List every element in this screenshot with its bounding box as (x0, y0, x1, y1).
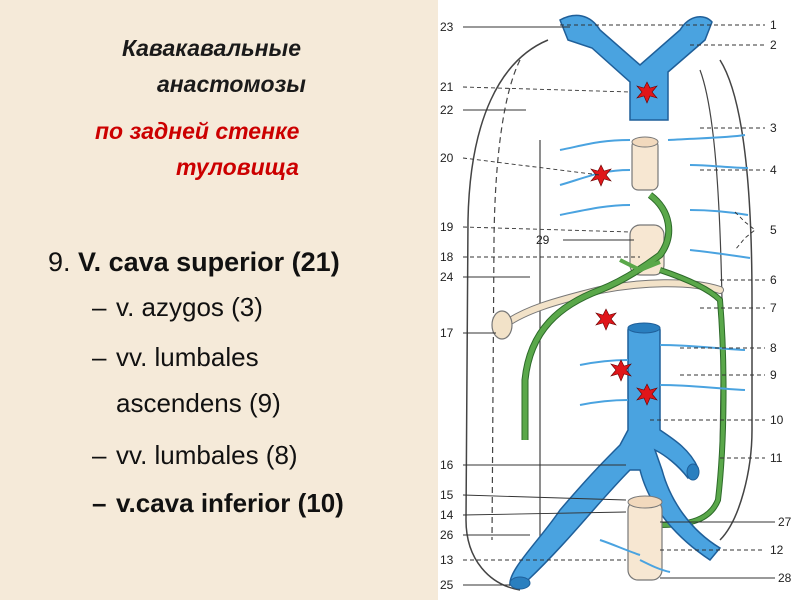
lumbar-vein (579, 399, 629, 406)
label-17: 17 (440, 326, 454, 340)
label-1: 1 (770, 18, 777, 32)
right-outline (719, 59, 753, 541)
label-9: 9 (770, 368, 777, 382)
label-20: 20 (440, 151, 454, 165)
label-12: 12 (770, 543, 784, 557)
label-26: 26 (440, 528, 454, 542)
label-16: 16 (440, 458, 454, 472)
main-item: 9. V. cava superior (21) (48, 247, 340, 278)
label-22: 22 (440, 103, 454, 117)
rectum-top (627, 495, 663, 509)
anatomy-diagram: 23 21 22 20 19 18 24 17 16 15 14 26 13 2… (438, 0, 800, 600)
label-24: 24 (440, 270, 454, 284)
right-inner-outline (699, 69, 723, 461)
slide-subtitle-line-2: туловища (176, 154, 299, 180)
label-8: 8 (770, 341, 777, 355)
anastomosis-marker (590, 164, 612, 187)
sub-item-text: vv. lumbales (8) (116, 440, 298, 470)
leader-lines-right (560, 24, 765, 551)
main-item-number: 9. (48, 247, 71, 277)
intercostal-vein (559, 169, 631, 186)
lumbar-vein (659, 344, 746, 351)
anastomosis-marker (610, 359, 632, 382)
rectal-vein (599, 539, 641, 556)
portal-junction (619, 258, 661, 273)
label-29: 29 (536, 233, 550, 247)
main-item-text: V. cava superior (21) (78, 247, 340, 277)
label-28: 28 (778, 571, 792, 585)
label-6: 6 (770, 273, 777, 287)
rib-end (491, 310, 513, 340)
label-7: 7 (770, 301, 777, 315)
label-25: 25 (440, 578, 454, 592)
text-panel: Кавакавальные анастомозы по задней стенк… (48, 35, 344, 519)
anastomosis-marker (636, 383, 658, 406)
anastomosis-marker (636, 81, 658, 104)
label-5: 5 (770, 223, 777, 237)
sub-item-text: v.cava inferior (10) (116, 488, 344, 518)
superior-vena-cava (559, 14, 713, 121)
label-10: 10 (770, 413, 784, 427)
label-14: 14 (440, 508, 454, 522)
intercostal-vein (559, 139, 631, 151)
lumbar-vein (579, 359, 629, 366)
leader-lines-left (462, 26, 640, 586)
label-23: 23 (440, 20, 454, 34)
iliac-vein-opening (509, 576, 531, 590)
sub-item-text: ascendens (9) (116, 388, 281, 418)
esophagus-top (631, 136, 659, 148)
body-outline (465, 39, 549, 591)
intercostal-vein (689, 249, 751, 259)
intercostal-vein (559, 204, 631, 216)
slide-title-line-1: Кавакавальные (122, 35, 301, 61)
label-27: 27 (778, 515, 792, 529)
sub-item: –v. azygos (3) (92, 292, 263, 323)
sub-item-dash: – (92, 488, 107, 518)
slide-subtitle-line-1: по задней стенке (95, 118, 300, 144)
sub-item-continuation: ascendens (9) (116, 388, 281, 419)
label-4: 4 (770, 163, 777, 177)
sub-item-dash: – (92, 440, 107, 470)
label-13: 13 (440, 553, 454, 567)
sub-item-text: vv. lumbales (116, 342, 259, 372)
intercostal-vein (689, 164, 749, 169)
sub-item-dash: – (92, 292, 107, 322)
ivc-opening (627, 322, 661, 334)
portal-vein (522, 193, 672, 440)
renal-vein-opening (686, 463, 700, 481)
label-18: 18 (440, 250, 454, 264)
label-3: 3 (770, 121, 777, 135)
sub-item-dash: – (92, 342, 107, 372)
label-19: 19 (440, 220, 454, 234)
label-2: 2 (770, 38, 777, 52)
portal-branch (659, 268, 726, 527)
sub-item-text: v. azygos (3) (116, 292, 263, 322)
leader-lines-right-solid (660, 211, 775, 579)
venous-system-illustration: 23 21 22 20 19 18 24 17 16 15 14 26 13 2… (440, 14, 792, 592)
intercostal-vein (689, 209, 749, 216)
sub-item: –vv. lumbales (92, 342, 259, 373)
rectal-vein (639, 559, 671, 573)
anastomosis-marker (595, 308, 617, 331)
label-11: 11 (770, 451, 783, 465)
intercostal-vein (667, 134, 746, 141)
dashed-vessel (491, 59, 521, 541)
inferior-vena-cava (509, 323, 722, 586)
label-21: 21 (440, 80, 454, 94)
slide-title-line-2: анастомозы (157, 71, 306, 97)
lumbar-vein (659, 384, 746, 391)
sub-item: –v.cava inferior (10) (92, 488, 344, 519)
sub-item: –vv. lumbales (8) (92, 440, 298, 471)
label-15: 15 (440, 488, 454, 502)
